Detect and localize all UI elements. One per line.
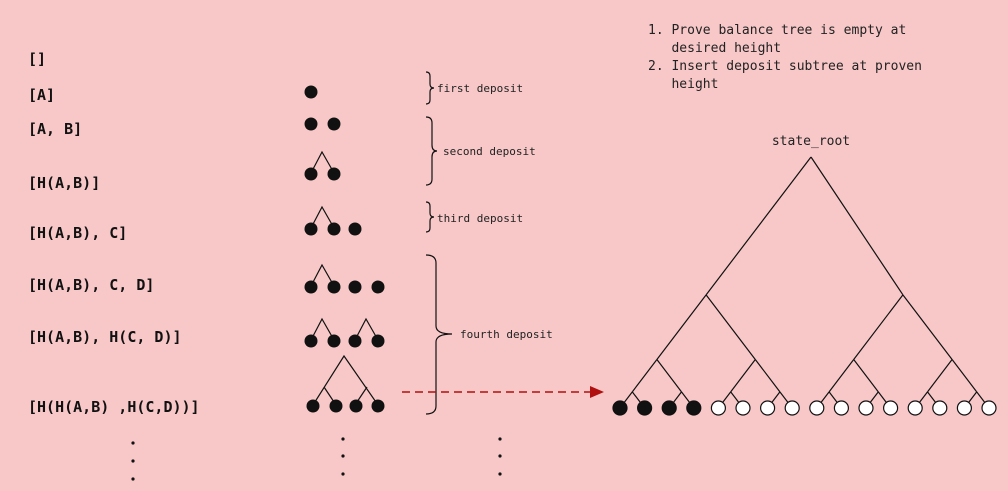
deposit-braces: first deposit second deposit third depos… <box>425 71 553 415</box>
row-label-empty: [] <box>28 50 46 68</box>
leaf-node <box>349 399 363 413</box>
leaf-node <box>327 167 341 181</box>
deposit-label-second: second deposit <box>443 145 536 158</box>
filled-leaf-node <box>612 400 628 416</box>
deposit-label-first: first deposit <box>437 82 523 95</box>
filled-leaf-node <box>636 400 653 416</box>
row-label-a: [A] <box>28 86 55 104</box>
tree-edge <box>810 156 904 296</box>
mini-tree-a <box>304 85 318 99</box>
mini-tree-a-b <box>304 117 341 131</box>
arrow-head-icon <box>590 386 604 398</box>
tree-edge <box>951 359 978 393</box>
note-2-line-1: 2. Insert deposit subtree at proven <box>648 59 922 74</box>
row-label-hab-c: [H(A,B), C] <box>28 224 127 242</box>
leaf-node <box>306 399 320 413</box>
state-root-label: state_root <box>772 134 850 149</box>
empty-leaf-node <box>981 400 997 416</box>
leaf-node <box>329 399 343 413</box>
brace-third <box>425 201 435 233</box>
leaf-node <box>348 280 362 294</box>
leaf-node <box>348 222 362 236</box>
steps-notes: 1. Prove balance tree is empty at desire… <box>648 23 922 92</box>
note-2-line-2: height <box>648 77 718 92</box>
empty-leaf-node <box>858 400 874 416</box>
tree-edge <box>754 359 781 393</box>
leaf-node <box>304 117 318 131</box>
row-label-hab-hcd: [H(A,B), H(C, D)] <box>28 328 182 346</box>
leaf-node <box>327 222 341 236</box>
insert-arrow <box>402 386 604 398</box>
row-label-hab-c-d: [H(A,B), C, D] <box>28 276 154 294</box>
deposit-label-fourth: fourth deposit <box>460 328 553 341</box>
leaf-node <box>304 167 318 181</box>
filled-leaf-node <box>686 400 702 416</box>
brace-first <box>425 71 435 105</box>
tree-edge <box>656 294 707 360</box>
leaf-node <box>304 280 318 294</box>
brace-second <box>425 116 438 186</box>
leaf-node <box>327 280 341 294</box>
tree-edge <box>853 359 879 393</box>
mini-tree-hab-c <box>304 205 362 236</box>
leaf-node <box>304 222 318 236</box>
tree-edge <box>631 359 658 393</box>
tree-edge <box>705 294 756 360</box>
tree-edge <box>927 359 953 393</box>
row-label-a-b: [A, B] <box>28 120 82 138</box>
mini-trees <box>304 85 385 413</box>
leaf-node <box>371 399 385 413</box>
leaf-node <box>327 117 341 131</box>
tree-edge <box>902 294 953 360</box>
deposit-label-third: third deposit <box>437 212 523 225</box>
empty-leaf-node <box>932 400 948 416</box>
leaf-node <box>371 280 385 294</box>
row-label-hab: [H(A,B)] <box>28 174 100 192</box>
empty-leaf-node <box>833 400 850 416</box>
empty-leaf-node <box>784 400 800 416</box>
leaf-node <box>304 334 318 348</box>
empty-leaf-node <box>759 400 776 416</box>
empty-leaf-node <box>882 400 899 416</box>
note-1-line-1: 1. Prove balance tree is empty at <box>648 23 906 38</box>
tree-edge <box>705 156 812 296</box>
mini-tree-hab-c-d <box>304 263 385 294</box>
empty-leaf-node <box>710 400 727 416</box>
tree-edge <box>730 359 756 393</box>
empty-leaf-node <box>956 400 973 416</box>
tree-edge <box>828 359 855 393</box>
state-tree <box>612 156 997 416</box>
mini-tree-hab <box>304 150 341 181</box>
empty-leaf-node <box>735 400 751 416</box>
tree-edge <box>853 294 904 360</box>
row-labels: [] [A] [A, B] [H(A,B)] [H(A,B), C] [H(A,… <box>28 50 200 416</box>
empty-leaf-node <box>907 400 923 416</box>
brace-fourth <box>425 254 453 415</box>
leaf-node <box>304 85 318 99</box>
filled-leaf-node <box>661 400 677 416</box>
leaf-node <box>371 334 385 348</box>
tree-edge <box>656 359 682 393</box>
leaf-node <box>348 334 362 348</box>
continuation-dots <box>131 437 502 481</box>
mini-tree-full <box>306 354 385 413</box>
empty-leaf-node <box>809 400 825 416</box>
leaf-node <box>327 334 341 348</box>
mini-tree-hab-hcd <box>304 317 385 348</box>
note-1-line-2: desired height <box>648 41 781 56</box>
row-label-root: [H(H(A,B) ,H(C,D))] <box>28 398 200 416</box>
